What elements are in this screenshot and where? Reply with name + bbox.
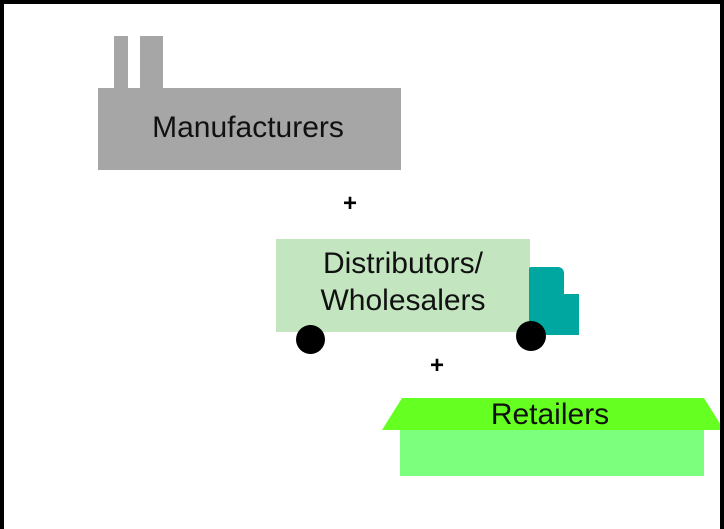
manufacturers-label: Manufacturers: [152, 111, 344, 144]
truck-cab-front: [562, 294, 579, 335]
distributors-label-line2: Wholesalers: [320, 284, 486, 317]
store-roof: [382, 398, 720, 430]
plus-sign-1: +: [343, 190, 358, 217]
factory-chimney-left: [114, 36, 128, 94]
truck-wheel-front: [516, 321, 546, 351]
truck-body: [276, 239, 530, 332]
plus-sign-2: +: [430, 352, 445, 379]
distributors-label-line1: Distributors/: [322, 247, 484, 280]
store-box: [400, 428, 704, 476]
truck-wheel-rear: [296, 325, 325, 354]
retailers-label: Retailers: [490, 398, 610, 431]
factory-building: [98, 88, 401, 170]
factory-chimney-right: [140, 36, 163, 94]
